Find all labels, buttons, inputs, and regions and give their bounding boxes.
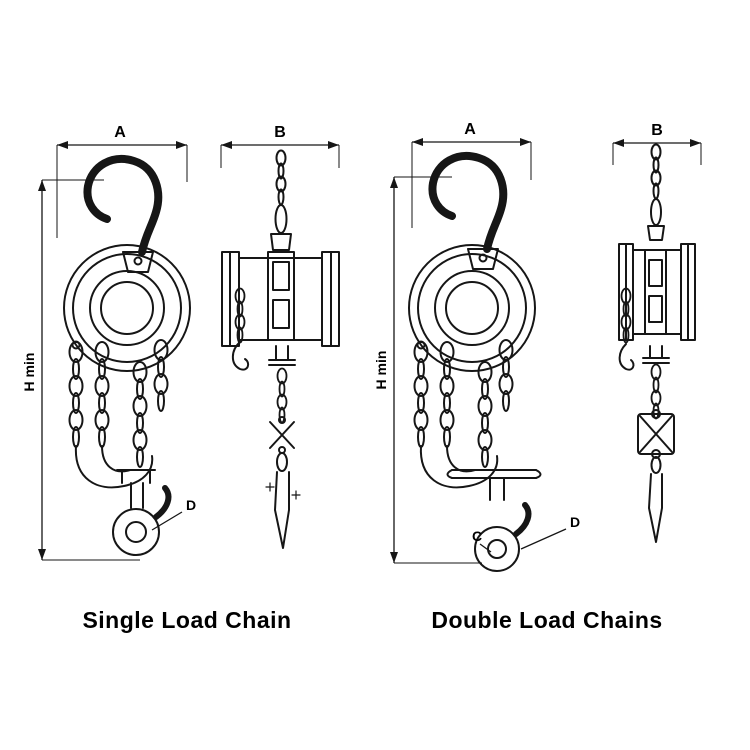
tick-mark (265, 482, 275, 492)
dim-label-b-double: B (651, 122, 663, 139)
double-side-view (618, 143, 696, 543)
hook-clevis (122, 251, 154, 273)
dim-label-a-double: A (464, 121, 476, 138)
hook-clevis (467, 248, 499, 270)
double-side-dimension-lines (612, 139, 702, 165)
caption-single: Single Load Chain (82, 607, 291, 633)
side-gearbox (644, 249, 667, 335)
side-swivel (642, 345, 670, 364)
dim-label-b-single: B (274, 124, 286, 141)
bottom-block (446, 469, 542, 501)
side-hand-chain-hook (231, 341, 250, 371)
side-bottom-hook (648, 473, 663, 543)
single-front-view (63, 155, 191, 556)
top-hook (83, 155, 163, 256)
single-dimension-lines (38, 141, 188, 561)
side-top-chain (275, 149, 287, 206)
dim-label-c-double: C (472, 528, 482, 544)
tick-mark (291, 490, 301, 500)
side-gearbox (267, 251, 295, 341)
side-swivel (268, 345, 296, 366)
single-side-view (221, 149, 340, 549)
side-top-fitting (647, 225, 665, 241)
load-chain (132, 339, 169, 468)
side-top-chain (650, 143, 662, 200)
side-spreader (269, 421, 295, 449)
double-dimension-lines (390, 138, 567, 564)
handwheel-housing (408, 244, 536, 372)
side-bottom-block (637, 409, 675, 459)
side-bottom-hook (274, 471, 290, 549)
caption-double: Double Load Chains (431, 607, 662, 633)
side-top-fitting (270, 233, 292, 251)
dim-label-d-double: D (570, 514, 580, 530)
side-load-chain (276, 367, 288, 424)
side-hand-chain-hook (618, 343, 635, 371)
load-chains (477, 339, 514, 468)
single-side-dimension-lines (220, 141, 340, 168)
bottom-hook (112, 469, 172, 556)
clevis-pin (133, 256, 143, 266)
dim-label-d-single: D (186, 497, 196, 513)
handwheel-housing (63, 244, 191, 372)
dim-label-a-single: A (114, 124, 126, 141)
dim-label-h-double: H min (373, 351, 389, 390)
bottom-hook (474, 502, 532, 572)
dim-label-h-single: H min (21, 353, 37, 392)
double-front-view (408, 152, 542, 572)
top-hook (428, 152, 508, 253)
